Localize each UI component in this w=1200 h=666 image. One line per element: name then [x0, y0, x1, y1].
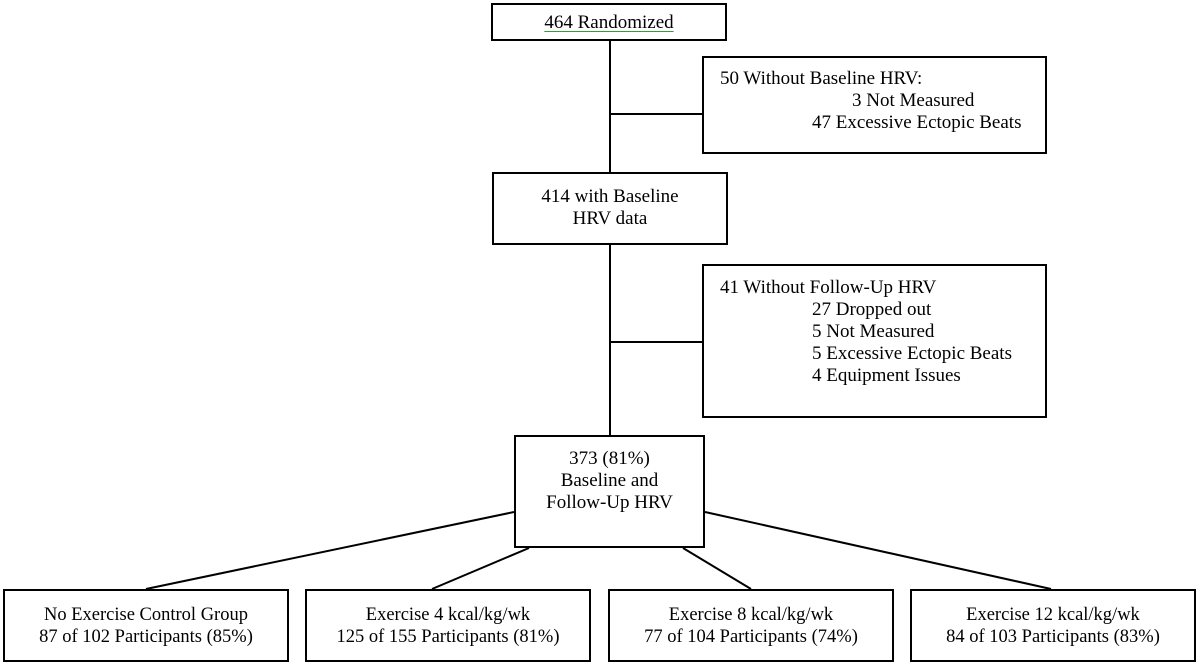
exclusion-baseline-box: 50 Without Baseline HRV: 3 Not Measured … — [702, 56, 1047, 154]
exclusion-followup-item: 5 Not Measured — [812, 321, 935, 342]
exclusion-followup-item: 5 Excessive Ectopic Beats — [812, 343, 1012, 364]
analyzed-line: Baseline and — [560, 470, 659, 491]
exclusion-followup-item: 27 Dropped out — [812, 299, 932, 320]
group-detail: 87 of 102 Participants (85%) — [39, 627, 253, 647]
group-name: Exercise 12 kcal/kg/wk — [966, 605, 1140, 625]
exclusion-followup-item: 4 Equipment Issues — [812, 365, 961, 386]
group-box-control: No Exercise Control Group 87 of 102 Part… — [3, 589, 289, 662]
exclusion-followup-header: 41 Without Follow-Up HRV — [720, 277, 937, 298]
group-detail: 84 of 103 Participants (83%) — [946, 627, 1160, 647]
randomized-box: 464 Randomized — [491, 3, 727, 41]
group-box-4kcal: Exercise 4 kcal/kg/wk 125 of 155 Partici… — [305, 589, 591, 662]
group-detail: 125 of 155 Participants (81%) — [336, 627, 560, 647]
connector-to-group-8kcal — [682, 547, 752, 590]
analyzed-box: 373 (81%) Baseline and Follow-Up HRV — [514, 435, 705, 548]
group-box-8kcal: Exercise 8 kcal/kg/wk 77 of 104 Particip… — [608, 589, 894, 662]
randomized-label: 464 Randomized — [544, 12, 674, 33]
baseline-line: 414 with Baseline — [541, 186, 679, 207]
connector-to-group-control — [145, 511, 515, 590]
group-box-12kcal: Exercise 12 kcal/kg/wk 84 of 103 Partici… — [910, 589, 1196, 662]
exclusion-baseline-item: 3 Not Measured — [852, 90, 975, 111]
baseline-line: HRV data — [572, 208, 648, 229]
group-detail: 77 of 104 Participants (74%) — [644, 627, 858, 647]
exclusion-followup-box: 41 Without Follow-Up HRV 27 Dropped out … — [702, 264, 1047, 418]
group-name: Exercise 4 kcal/kg/wk — [365, 605, 531, 625]
connector-to-group-4kcal — [431, 547, 530, 590]
group-name: No Exercise Control Group — [44, 605, 248, 625]
group-name: Exercise 8 kcal/kg/wk — [668, 605, 834, 625]
exclusion-baseline-header: 50 Without Baseline HRV: — [720, 68, 923, 89]
analyzed-line: 373 (81%) — [569, 448, 650, 469]
analyzed-line: Follow-Up HRV — [546, 492, 673, 513]
baseline-box: 414 with Baseline HRV data — [492, 172, 728, 245]
exclusion-baseline-item: 47 Excessive Ectopic Beats — [812, 112, 1022, 133]
connector-to-group-12kcal — [704, 511, 1052, 590]
